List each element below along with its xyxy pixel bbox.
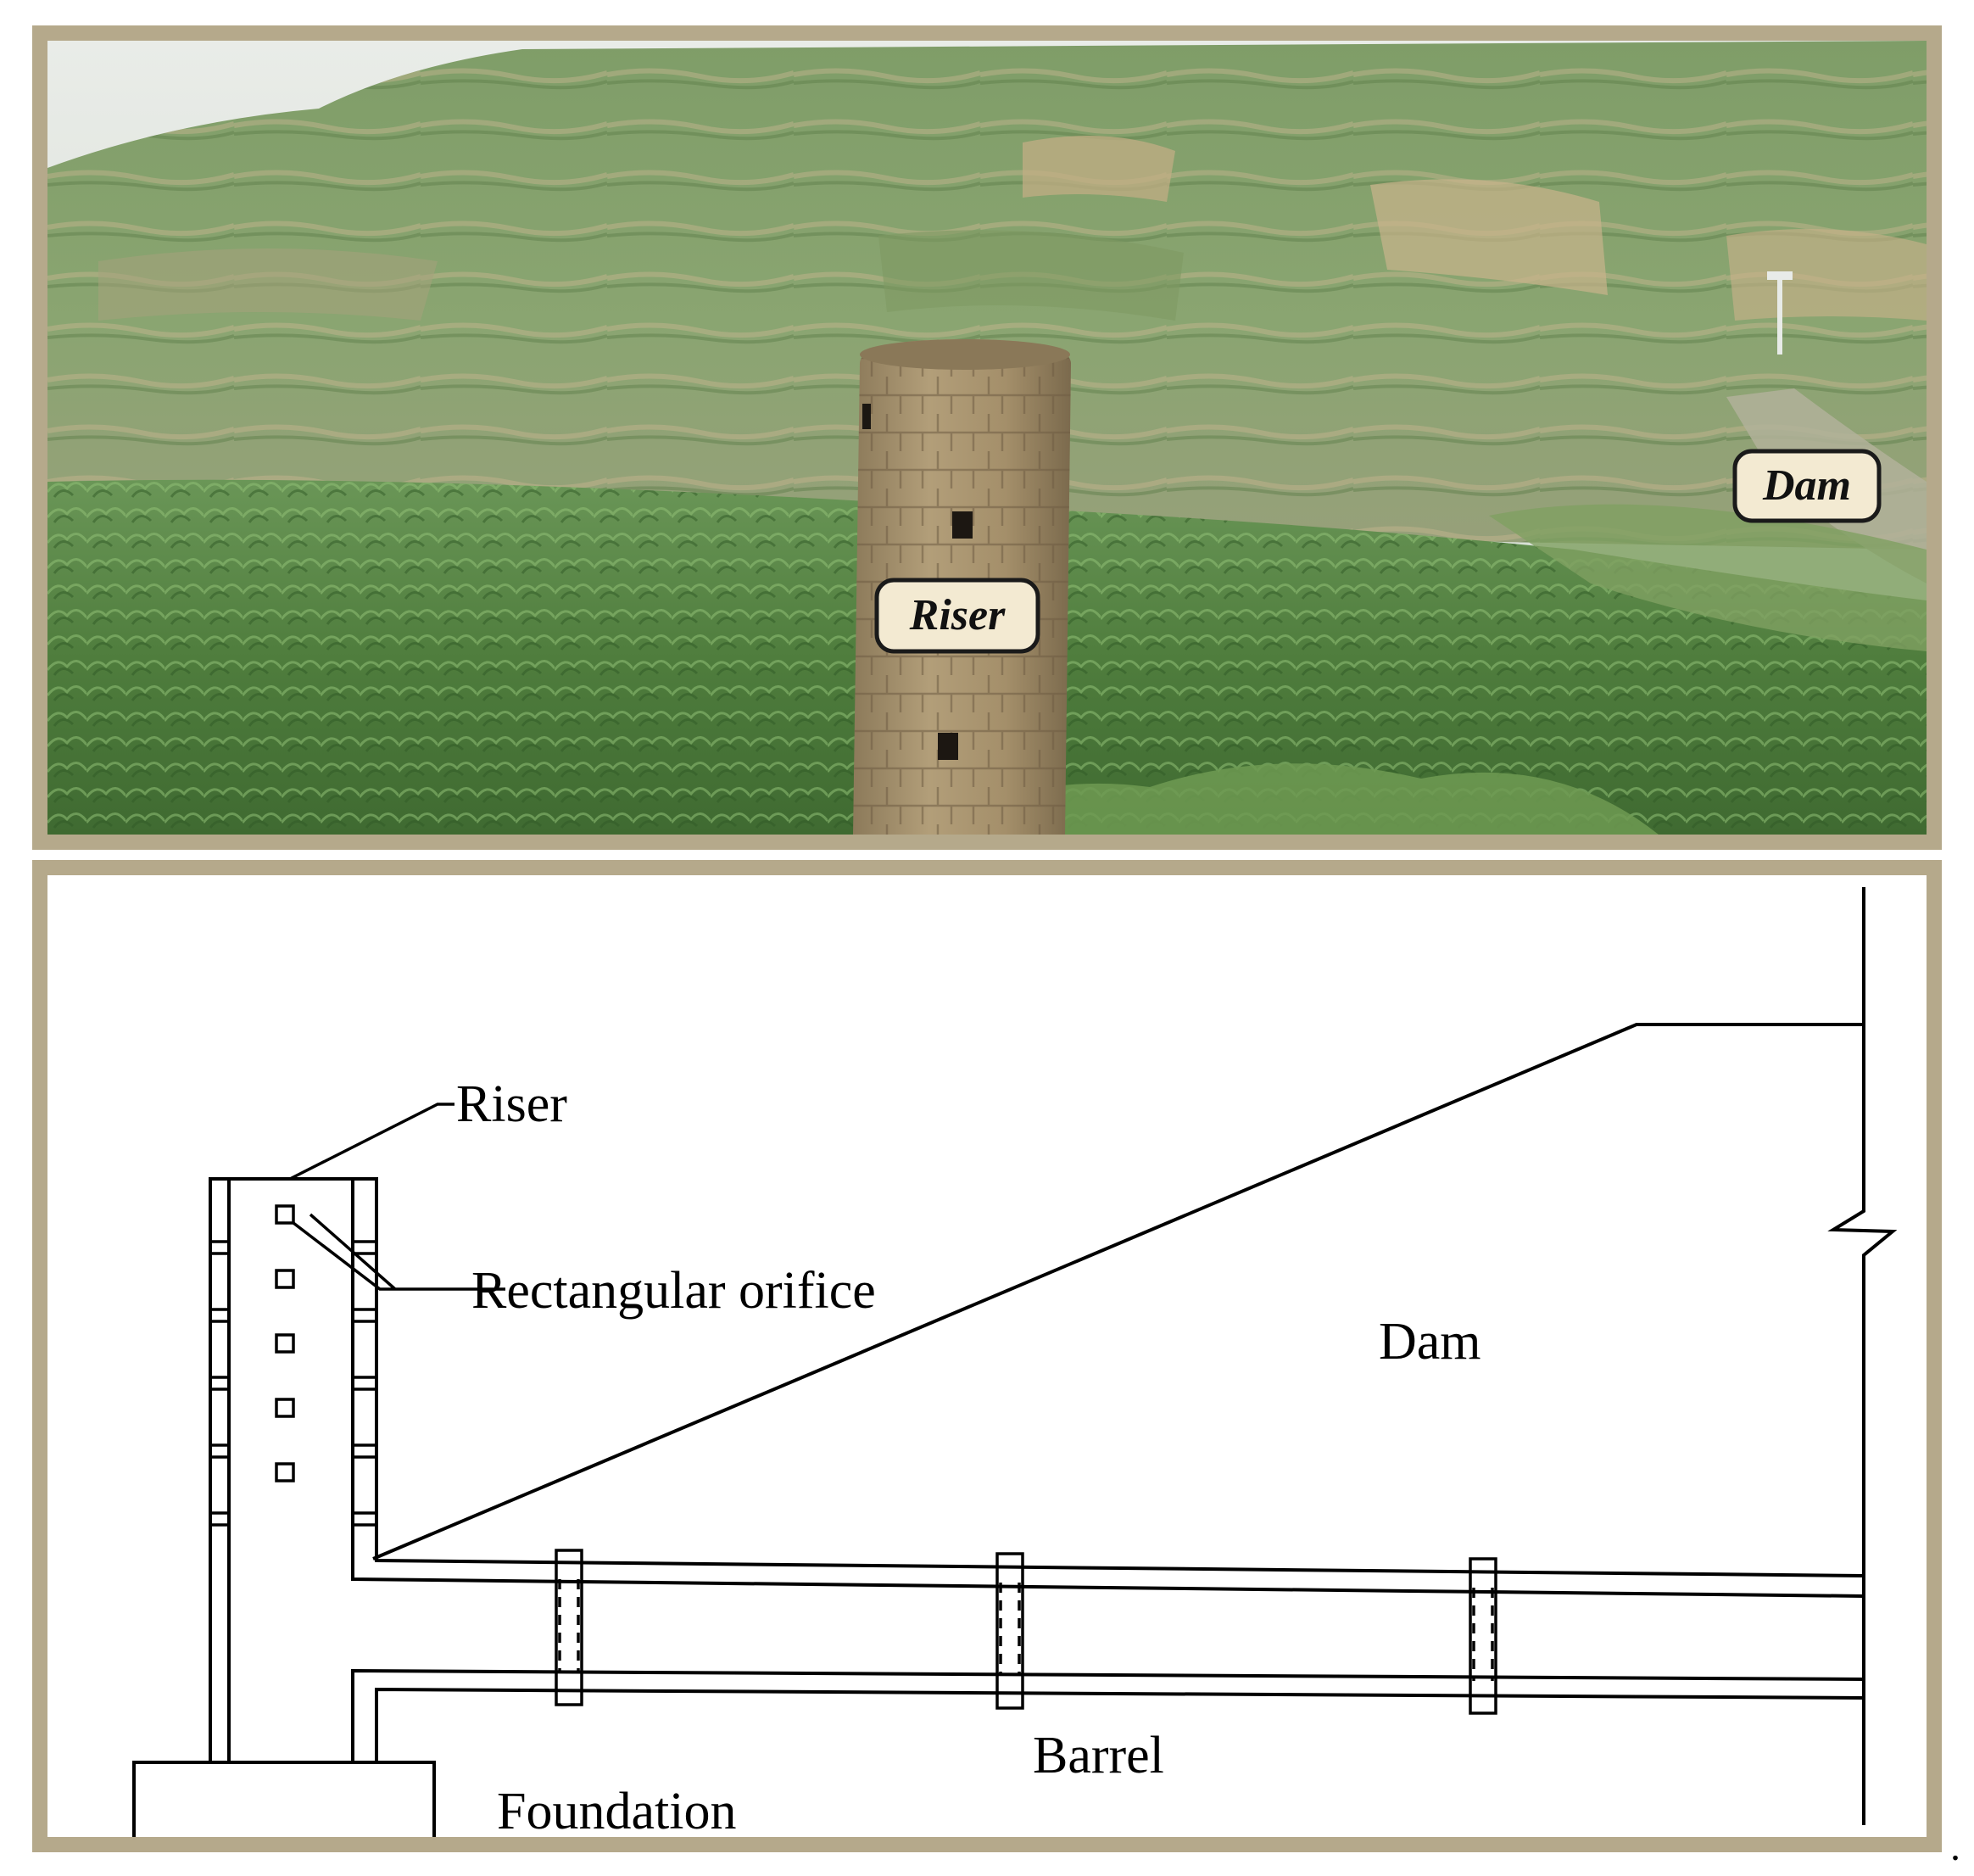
- field-photo: Riser Dam: [47, 41, 1927, 835]
- foundation-label: Foundation: [497, 1783, 736, 1837]
- rectangular-orifice: [275, 1204, 295, 1225]
- rectangular-orifice-label: Rectangular orifice: [471, 1262, 876, 1320]
- trailing-period: .: [1950, 1824, 1960, 1869]
- barrel-joint-collar: [995, 1552, 1024, 1710]
- rectangular-orifice: [275, 1333, 295, 1354]
- foreground-grass: [929, 763, 1659, 835]
- rectangular-orifice: [275, 1462, 295, 1482]
- dam-slope-line: [372, 1023, 1864, 1561]
- lamp-pole: [1777, 278, 1782, 355]
- barrel-joint-collar: [1469, 1557, 1497, 1715]
- riser-orifice: [938, 733, 958, 760]
- riser-photo-label: Riser: [874, 578, 1040, 654]
- riser-inner-right-line: [351, 1179, 1865, 1598]
- soil-patch: [1370, 179, 1608, 295]
- dam-diagram-label: Dam: [1379, 1313, 1481, 1371]
- barrel-label: Barrel: [1033, 1727, 1164, 1784]
- dam-slope: [1489, 504, 1927, 651]
- barrel-joint-collar: [555, 1549, 583, 1706]
- riser-outer-upper-line: [209, 1177, 1865, 1762]
- barrel-bottom-outer-line: [375, 1687, 1865, 1762]
- foundation-block: [132, 1761, 436, 1837]
- rectangular-orifice: [275, 1398, 295, 1418]
- riser-diagram-label: Riser: [456, 1075, 567, 1133]
- green-terrace: [878, 230, 1184, 321]
- lamp-head: [1767, 271, 1793, 280]
- riser-orifice: [952, 511, 973, 539]
- soil-patch: [1726, 229, 1927, 321]
- dam-photo-label: Dam: [1732, 449, 1882, 523]
- right-boundary-break-line: [1827, 887, 1898, 1825]
- photo-panel: Riser Dam: [32, 25, 1942, 850]
- riser-leader-line: [289, 1103, 454, 1181]
- soil-patch: [98, 248, 438, 321]
- rectangular-orifice: [275, 1269, 295, 1289]
- barrel-bottom-inner-line: [351, 1668, 1865, 1762]
- soil-patch: [1023, 136, 1175, 202]
- riser-structure: [209, 1177, 1865, 1762]
- riser-photo-label-text: Riser: [909, 591, 1006, 639]
- riser-barrel-diagram: Riser Rectangular orifice Dam Barrel Fou…: [132, 887, 1898, 1837]
- dam-photo-label-text: Dam: [1762, 461, 1851, 510]
- barrel-joints: [555, 1549, 1497, 1715]
- orifice-leader-line: [292, 1213, 505, 1291]
- diagram-panel: Riser Rectangular orifice Dam Barrel Fou…: [32, 860, 1942, 1852]
- riser-orifice: [862, 404, 871, 429]
- rectangular-orifices: [275, 1204, 295, 1482]
